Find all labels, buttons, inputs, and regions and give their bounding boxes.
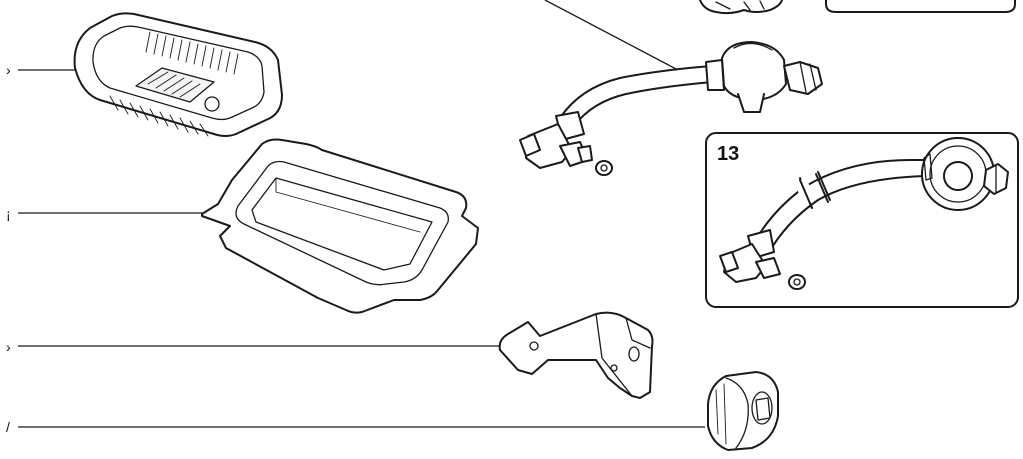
top-clipped-parts xyxy=(699,0,1016,15)
clipped-fitting-detail xyxy=(715,0,765,11)
grease-tray-grate-slots xyxy=(147,71,201,98)
drip-pan-part xyxy=(201,138,479,314)
bracket-hole-1 xyxy=(529,341,539,351)
leader-line-hose-assembly xyxy=(544,0,679,71)
clipped-inset-box xyxy=(825,0,1016,13)
hose-regulator-assembly xyxy=(519,41,823,176)
inset-hose-ferrule xyxy=(923,153,933,181)
inset-regulator-hub xyxy=(943,161,973,191)
reference-mark-2: ¡ xyxy=(6,206,11,222)
grease-tray-inner-rim xyxy=(92,25,265,121)
reference-mark-1: › xyxy=(6,62,11,78)
sealing-washer-1 xyxy=(595,160,613,176)
knob-knurl xyxy=(715,383,727,445)
drip-pan-inner-rim xyxy=(235,160,449,286)
drip-pan-outer-flange xyxy=(201,138,479,314)
grease-tray-part xyxy=(73,12,283,137)
inset-valve-handle xyxy=(719,251,739,273)
regulator-handwheel-ribs xyxy=(799,61,817,93)
shutoff-valve-body xyxy=(525,123,573,169)
regulator-body xyxy=(721,41,787,101)
knob-grip-slot xyxy=(755,397,771,421)
drip-pan-well-depth xyxy=(275,177,421,233)
knob-face-edge xyxy=(725,377,749,449)
inset-hose-break-lines xyxy=(799,173,829,209)
inset-alternate-assembly: 13 xyxy=(705,132,1019,308)
inset-valve-body xyxy=(723,243,767,283)
mounting-bracket-part xyxy=(498,311,654,399)
grease-tray-floor-grate xyxy=(135,67,215,103)
control-knob-part xyxy=(707,371,779,451)
grease-tray-perforations xyxy=(109,31,239,137)
reference-mark-3: › xyxy=(6,339,11,355)
hose-tube xyxy=(559,65,715,127)
regulator-outlet xyxy=(737,93,765,113)
reference-mark-4: / xyxy=(6,419,10,435)
leader-lines xyxy=(18,0,705,428)
inset-valve-nozzle xyxy=(755,257,781,279)
bracket-top-fold xyxy=(625,317,651,349)
shutoff-valve-handle xyxy=(519,133,541,157)
left-reference-marks: › ¡ › / xyxy=(6,62,11,435)
bracket-hole-3 xyxy=(610,364,618,372)
grease-tray-drain-hole xyxy=(204,96,220,112)
valve-nozzle-tip xyxy=(577,145,593,163)
sealing-washer-2 xyxy=(788,274,806,290)
bracket-hole-2 xyxy=(628,346,640,362)
clipped-fitting xyxy=(699,0,783,15)
bracket-fold-line xyxy=(595,313,633,397)
hose-ferrule xyxy=(705,59,725,91)
regulator-dome xyxy=(733,42,773,51)
inset-label: 13 xyxy=(717,143,739,165)
